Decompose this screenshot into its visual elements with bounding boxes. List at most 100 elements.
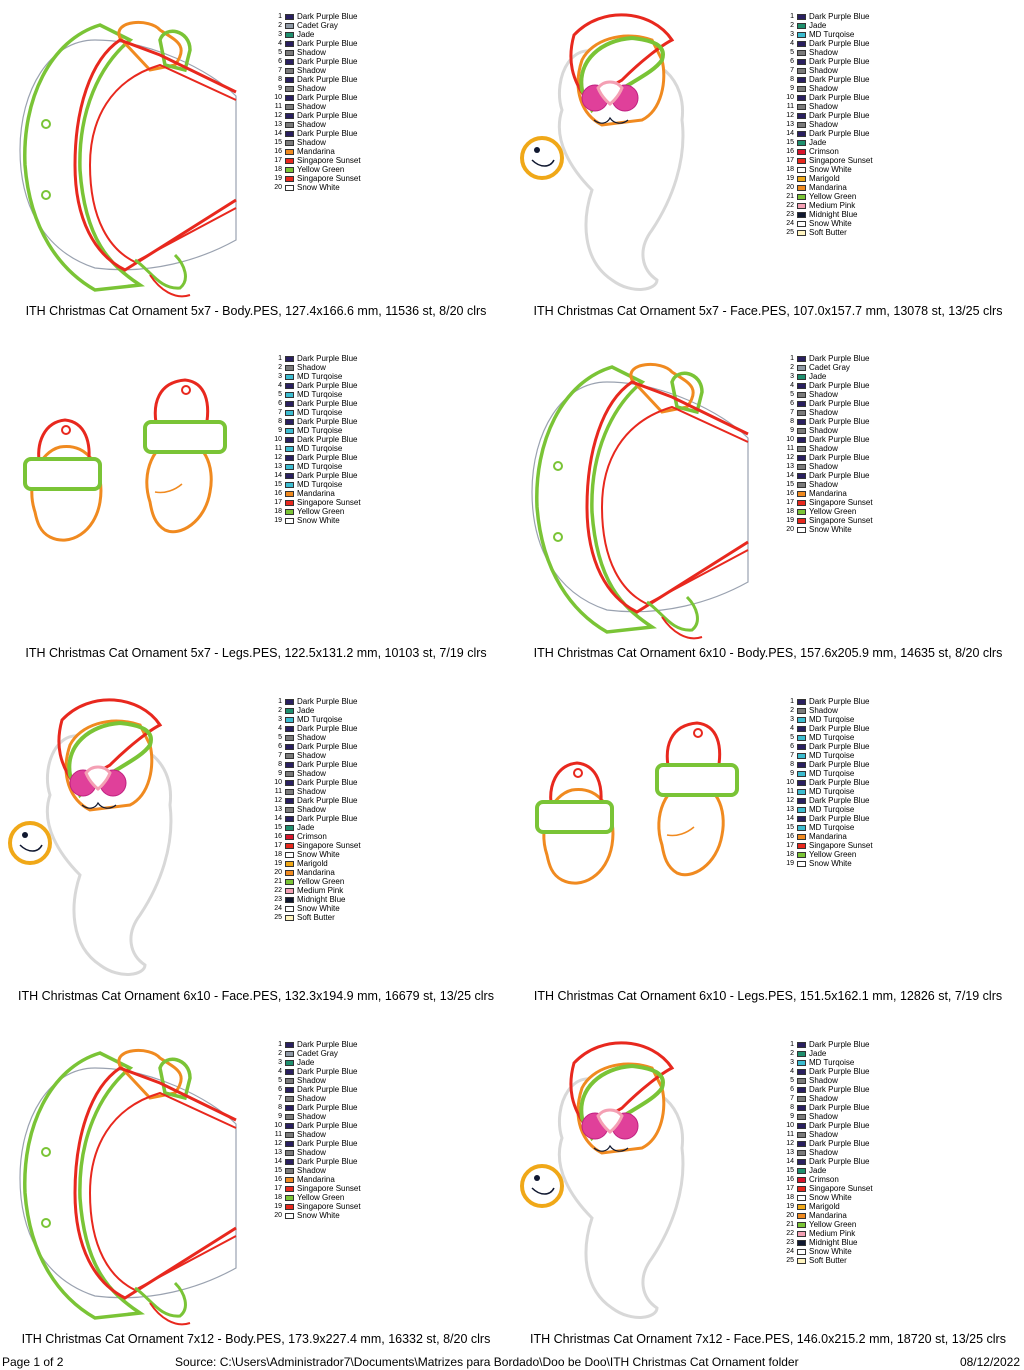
thread-index: 14 <box>786 1158 794 1165</box>
thread-name: Jade <box>297 823 315 832</box>
thread-index: 4 <box>278 382 282 389</box>
thread-swatch <box>285 382 294 389</box>
face-embroidery-preview <box>520 1041 685 1319</box>
thread-name: Dark Purple Blue <box>809 796 870 805</box>
thread-swatch <box>285 743 294 750</box>
thread-swatch <box>285 436 294 443</box>
thread-name: Dark Purple Blue <box>297 435 358 444</box>
thread-name: Mandarina <box>809 1211 847 1220</box>
thread-index: 15 <box>274 139 282 146</box>
thread-index: 14 <box>274 130 282 137</box>
thread-name: Dark Purple Blue <box>809 471 870 480</box>
thread-swatch <box>797 1113 806 1120</box>
thread-index: 23 <box>786 1239 794 1246</box>
thread-swatch <box>797 1176 806 1183</box>
thread-swatch <box>797 517 806 524</box>
thread-name: Jade <box>809 372 827 381</box>
thread-name: Snow White <box>297 516 340 525</box>
thread-swatch <box>285 31 294 38</box>
thread-swatch <box>285 1059 294 1066</box>
body-embroidery-preview <box>19 1048 237 1326</box>
thread-swatch <box>797 166 806 173</box>
thread-index: 6 <box>790 400 794 407</box>
thread-index: 18 <box>274 851 282 858</box>
thread-index: 12 <box>786 797 794 804</box>
thread-name: Jade <box>297 1058 315 1067</box>
thread-name: Dark Purple Blue <box>809 814 870 823</box>
thread-index: 10 <box>786 94 794 101</box>
thread-swatch <box>285 1158 294 1165</box>
thread-name: Dark Purple Blue <box>809 399 870 408</box>
thread-index: 11 <box>786 103 794 110</box>
thread-name: Midnight Blue <box>809 1238 858 1247</box>
design-caption: ITH Christmas Cat Ornament 6x10 - Face.P… <box>18 989 494 1003</box>
thread-index: 13 <box>786 121 794 128</box>
thread-name: Shadow <box>297 1166 326 1175</box>
thread-swatch <box>285 94 294 101</box>
thread-swatch <box>797 833 806 840</box>
thread-swatch <box>285 1086 294 1093</box>
thread-name: MD Turqoise <box>297 715 343 724</box>
thread-swatch <box>285 878 294 885</box>
thread-swatch <box>797 1230 806 1237</box>
thread-swatch <box>797 355 806 362</box>
thread-index: 12 <box>274 1140 282 1147</box>
thread-swatch <box>285 1041 294 1048</box>
thread-index: 16 <box>274 1176 282 1183</box>
thread-swatch <box>797 193 806 200</box>
thread-name: Cadet Gray <box>297 21 338 30</box>
thread-name: Dark Purple Blue <box>809 381 870 390</box>
thread-index: 16 <box>786 833 794 840</box>
thread-swatch <box>285 1176 294 1183</box>
thread-name: Dark Purple Blue <box>297 1040 358 1049</box>
thread-index: 21 <box>786 1221 794 1228</box>
thread-swatch <box>797 1068 806 1075</box>
thread-index: 20 <box>786 184 794 191</box>
legs-embroidery-preview <box>23 378 227 542</box>
thread-swatch <box>285 797 294 804</box>
thread-swatch <box>285 1131 294 1138</box>
thread-index: 23 <box>786 211 794 218</box>
thread-swatch <box>797 851 806 858</box>
thread-index: 6 <box>790 58 794 65</box>
thread-swatch <box>285 517 294 524</box>
thread-swatch <box>285 40 294 47</box>
thread-swatch <box>797 418 806 425</box>
thread-swatch <box>797 815 806 822</box>
thread-swatch <box>797 526 806 533</box>
thread-swatch <box>285 1212 294 1219</box>
design-caption: ITH Christmas Cat Ornament 7x12 - Face.P… <box>530 1332 1006 1346</box>
thread-index: 19 <box>274 860 282 867</box>
thread-swatch <box>285 734 294 741</box>
thread-index: 10 <box>786 779 794 786</box>
thread-index: 17 <box>786 157 794 164</box>
